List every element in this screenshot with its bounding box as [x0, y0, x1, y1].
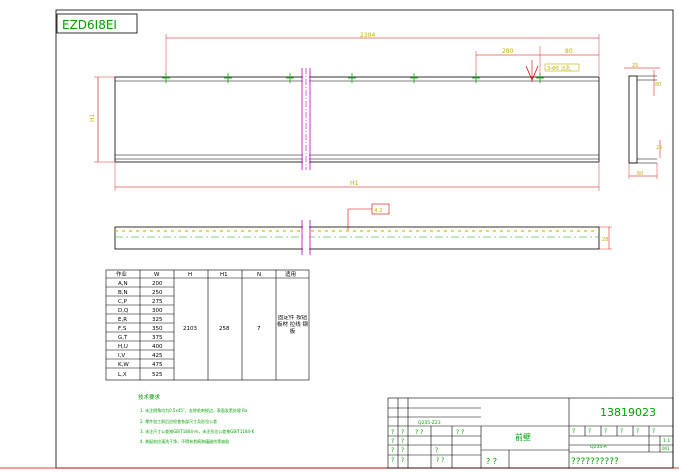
table-cell: 350	[152, 326, 163, 332]
dim-part-offset: 280	[502, 48, 514, 55]
notes-title: 技术要求	[138, 393, 161, 401]
notes-item: 2. 零件加工前后应检查各部尺寸及形位公差	[140, 418, 217, 424]
notes-item: 1. 未注倒角均为0.5x45°，去除毛刺锐边，表面发黑处理 Ra	[140, 407, 248, 413]
company-name: ??????????	[571, 457, 619, 467]
block-cell: ?	[652, 428, 655, 435]
table-cell: 400	[152, 344, 163, 350]
part-name: 前壁	[515, 432, 531, 442]
table-text: 作业 W H H1 N 适用 A,N 200 B,N 250 C,P 275 D…	[116, 270, 296, 378]
block-cell: ?	[391, 438, 394, 445]
parameter-table	[105, 269, 310, 381]
table-cell: 325	[152, 317, 163, 323]
table-cell: 275	[152, 299, 163, 305]
table-merged-n: 7	[257, 326, 261, 332]
table-cell: C,P	[118, 299, 128, 305]
top-hole-markers	[162, 73, 544, 83]
bottom-view: 4.2 28	[114, 203, 612, 255]
table-cell: H,U	[118, 344, 128, 350]
table-cell: A,N	[118, 281, 128, 287]
technical-notes: 技术要求 1. 未注倒角均为0.5x45°，去除毛刺锐边，表面发黑处理 Ra 2…	[138, 393, 254, 444]
table-cell: K,W	[118, 362, 129, 368]
dim-end-offset: 80	[565, 48, 573, 55]
dim-side-small: 25	[632, 63, 638, 69]
table-cell: F,S	[118, 326, 127, 332]
block-cell: ?	[401, 457, 404, 464]
table-header-op: 作业	[116, 270, 128, 278]
block-cell: ?	[435, 447, 438, 454]
side-view: 25 80 25 60	[624, 63, 662, 179]
dim-top-length: 2304	[360, 32, 375, 39]
hole-label: 3-Φ5 沉孔	[547, 65, 571, 72]
block-cell: ? ?	[456, 429, 464, 436]
table-header-w: W	[154, 272, 160, 278]
block-cell: ?	[391, 447, 394, 454]
block-cell: ?	[572, 428, 575, 435]
drawing-code-box	[56, 13, 138, 34]
block-cell: ?	[401, 447, 404, 454]
table-header-use: 适用	[285, 270, 296, 278]
material: Q235-A	[590, 444, 608, 450]
table-cell: 300	[152, 308, 163, 314]
block-cell: ?	[391, 457, 394, 464]
table-use-cell: 固定件 按钮 板材 拉线 钢板	[277, 315, 308, 335]
scale: 1:1	[663, 438, 670, 444]
block-cell: ?	[391, 429, 394, 436]
front-view: 2304 280 80 3-Φ5 沉孔 H1 H1	[89, 32, 600, 191]
block-cell: ? ?	[415, 429, 423, 436]
block-cell: ?	[588, 428, 591, 435]
notes-item: 3. 未注尺寸公差按GB/T1804-m，未注形位公差按GB/T1184-K	[140, 428, 254, 434]
table-cell: 250	[152, 290, 163, 296]
table-merged-use: 固定件 按钮 板材 拉线 钢板	[277, 315, 308, 335]
dim-height: H1	[89, 113, 96, 122]
dim-side-lower: 25	[656, 145, 662, 151]
block-cell: ?	[636, 428, 639, 435]
signature-cell: ? ?	[486, 457, 497, 466]
table-header-h: H	[188, 272, 192, 278]
table-cell: I,V	[118, 353, 125, 359]
dim-overall-length: H1	[350, 180, 359, 187]
code-small: Q235-Z23	[418, 420, 441, 426]
table-cell: 525	[152, 372, 163, 378]
table-cell: B,N	[118, 290, 128, 296]
block-cell: ?	[401, 438, 404, 445]
dim-profile-height: 80	[655, 82, 661, 88]
dim-bottom-thickness: 28	[602, 237, 608, 243]
title-block-text: 13819023 前壁 Q235-Z23 Q235-A 1:1 001 ????…	[391, 406, 670, 467]
table-cell: E,R	[118, 317, 127, 323]
table-cell: 475	[152, 362, 163, 368]
table-cell: 425	[152, 353, 163, 359]
block-cell: ?	[620, 428, 623, 435]
table-merged-h: 2103	[183, 326, 197, 332]
hole-callout: 4.2	[374, 208, 383, 214]
table-cell: G,T	[118, 335, 128, 341]
table-cell: L,X	[118, 372, 127, 378]
dim-profile-width: 60	[637, 171, 643, 177]
block-cell: ? ?	[436, 457, 444, 464]
drawing-code: EZD6I8EI	[62, 18, 117, 32]
notes-item: 4. 装配前应清洗干净，不得有划痕和磕碰伤等缺陷	[140, 438, 229, 444]
table-header-h1: H1	[220, 272, 228, 278]
table-cell: D,Q	[118, 308, 129, 314]
title-block	[387, 397, 674, 469]
sheet-number: 001	[662, 446, 670, 451]
block-cell: ?	[604, 428, 607, 435]
table-merged-h1: 258	[219, 326, 230, 332]
table-cell: 200	[152, 281, 163, 287]
block-cell: ?	[401, 429, 404, 436]
table-header-n: N	[257, 272, 261, 278]
table-cell: 375	[152, 335, 163, 341]
drawing-number: 13819023	[600, 406, 656, 419]
